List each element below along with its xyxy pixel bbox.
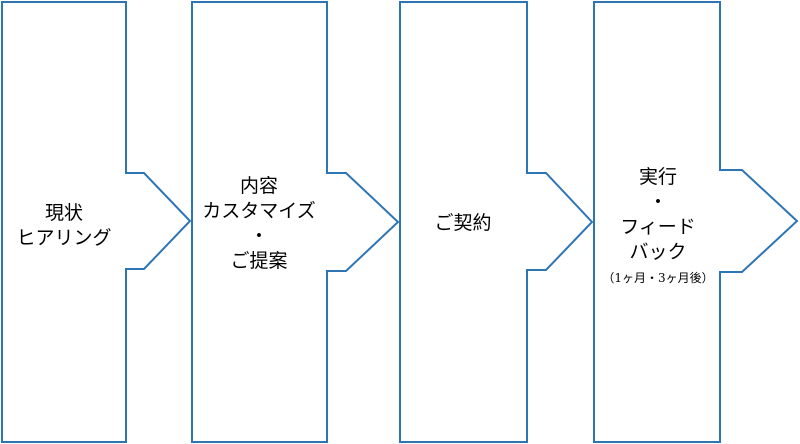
step-4-note: （1ヶ月・3ヶ月後）: [602, 271, 713, 285]
step-arrow-4: 実行 ・ フィード バック （1ヶ月・3ヶ月後）: [593, 1, 799, 443]
step-4-line-3: フィード: [620, 216, 696, 238]
step-1-line-1: 現状: [45, 202, 83, 224]
arrow-shape-2: [191, 1, 400, 443]
step-3-line-1: ご契約: [434, 212, 491, 234]
arrow-shape-1: [1, 1, 192, 443]
step-4-line-1: 実行: [639, 166, 677, 188]
step-4-line-4: バック: [629, 241, 686, 263]
step-2-line-4: ご提案: [230, 250, 287, 272]
step-2-line-2: カスタマイズ: [202, 200, 315, 222]
arrow-shape-3: [399, 1, 594, 443]
arrow-shape-4: [593, 1, 799, 443]
step-arrow-3: ご契約: [399, 1, 594, 443]
step-arrow-2: 内容 カスタマイズ ・ ご提案: [191, 1, 400, 443]
step-1-line-2: ヒアリング: [16, 227, 111, 249]
step-2-line-3: ・: [249, 225, 268, 247]
step-2-line-1: 内容: [240, 175, 278, 197]
step-4-line-2: ・: [648, 191, 667, 213]
step-arrow-1: 現状 ヒアリング: [1, 1, 192, 443]
